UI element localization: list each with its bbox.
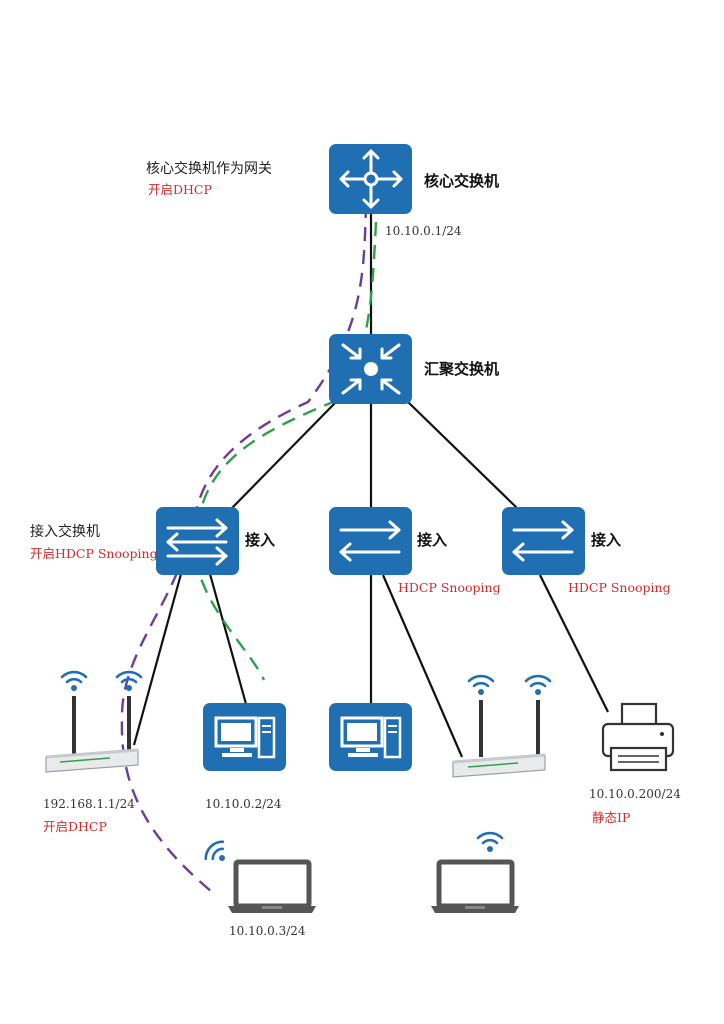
access-switch-right-snooping-note: HDCP Snooping <box>568 580 671 595</box>
link-access-right-printer <box>539 574 609 713</box>
access-switch-middle-icon <box>329 507 412 575</box>
aggregation-switch-label: 汇聚交换机 <box>424 360 499 378</box>
access-switch-left-arrows <box>166 518 228 566</box>
access-switch-left-snooping-note: 开启HDCP Snooping <box>30 546 158 561</box>
links <box>132 214 609 758</box>
core-switch-address: 10.10.0.1/24 <box>385 224 462 238</box>
pc-left-address: 10.10.0.2/24 <box>205 797 282 811</box>
access-switch-right-icon <box>502 507 585 575</box>
core-switch-label: 核心交换机 <box>424 172 499 190</box>
access-switch-right-label: 接入 <box>591 531 621 549</box>
link-access-left-router <box>132 573 183 746</box>
router-antenna <box>479 700 483 757</box>
access-switch-right: 接入 HDCP Snooping <box>502 507 671 595</box>
core-switch: 核心交换机 核心交换机作为网关 开启DHCP 10.10.0.1/24 <box>146 144 499 238</box>
laptop-left: 10.10.0.3/24 <box>204 840 316 938</box>
access-switch-left-note: 接入交换机 <box>30 523 100 540</box>
router-antenna <box>127 696 131 754</box>
printer: 10.10.0.200/24 静态IP <box>589 702 681 825</box>
link-access-middle-router <box>381 574 464 758</box>
wifi-icon <box>60 670 88 691</box>
desktop-pc-left: 10.10.0.2/24 <box>203 703 286 811</box>
printer-address: 10.10.0.200/24 <box>589 787 681 801</box>
wifi-icon <box>467 674 495 695</box>
access-switch-middle-arrows <box>339 520 401 562</box>
wifi-icon <box>524 674 552 695</box>
desktop-pc-middle <box>329 703 412 771</box>
laptop-icon <box>431 859 519 913</box>
core-switch-icon <box>329 144 412 214</box>
printer-icon <box>601 702 675 772</box>
aggregation-switch: 汇聚交换机 <box>329 334 499 404</box>
core-switch-arrows <box>339 149 403 209</box>
wireless-router-left: 192.168.1.1/24 开启DHCP <box>43 670 143 834</box>
laptop-left-address: 10.10.0.3/24 <box>229 924 306 938</box>
access-switch-middle: 接入 HDCP Snooping <box>329 507 501 595</box>
access-switch-right-arrows <box>512 520 574 562</box>
printer-static-ip-note: 静态IP <box>592 810 630 825</box>
router-antenna <box>536 700 540 757</box>
router-left-address: 192.168.1.1/24 <box>43 797 135 811</box>
router-antenna <box>72 696 76 754</box>
laptop-right <box>431 831 519 913</box>
access-switch-middle-label: 接入 <box>417 531 447 549</box>
link-aggregation-access-right <box>407 401 518 509</box>
wireless-router-right <box>452 674 552 778</box>
legit-dhcp-path-green <box>194 221 378 681</box>
laptop-icon <box>228 859 316 913</box>
core-switch-note: 核心交换机作为网关 <box>146 160 272 177</box>
aggregation-switch-arrows <box>341 343 401 395</box>
wifi-icon <box>115 670 143 691</box>
wifi-icon <box>476 831 504 852</box>
wifi-icon <box>204 840 225 861</box>
core-switch-dhcp-note: 开启DHCP <box>148 182 212 197</box>
router-left-dhcp-note: 开启DHCP <box>43 819 107 834</box>
link-aggregation-access-left <box>231 401 337 509</box>
access-switch-left: 接入 接入交换机 开启HDCP Snooping <box>30 507 275 575</box>
link-access-left-pc <box>208 573 248 705</box>
access-switch-middle-snooping-note: HDCP Snooping <box>398 580 501 595</box>
access-switch-left-label: 接入 <box>245 531 275 549</box>
